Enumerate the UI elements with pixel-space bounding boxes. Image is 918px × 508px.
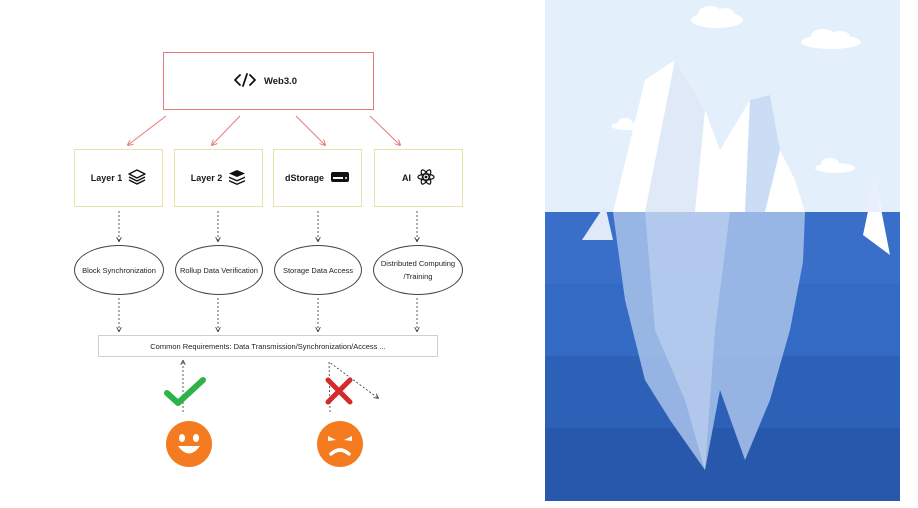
layer2-node: Layer 2	[174, 149, 263, 207]
distributed-computing-node: Distributed Computing /Training	[373, 245, 463, 295]
arrow-root-layer2	[212, 115, 241, 145]
layer1-node: Layer 1	[74, 149, 163, 207]
layer2-label: Layer 2	[190, 173, 223, 183]
dstorage-label: dStorage	[284, 173, 324, 183]
arrow-root-ai	[369, 115, 400, 145]
check-icon	[163, 376, 207, 413]
distributed-computing-label: Distributed Computing /Training	[380, 259, 456, 281]
stack-icon	[228, 169, 246, 187]
storage-drive-icon	[330, 170, 350, 186]
rollup-verification-label: Rollup Data Verification	[180, 265, 258, 275]
arrow-root-dstorage	[295, 115, 325, 145]
ai-node: AI	[374, 149, 463, 207]
arrow-cross-deflect	[328, 361, 378, 413]
layer1-label: Layer 1	[90, 173, 123, 183]
layers-icon	[128, 169, 146, 187]
common-requirements-label: Common Requirements: Data Transmission/S…	[150, 341, 386, 351]
rollup-verification-node: Rollup Data Verification	[175, 245, 263, 295]
cross-icon	[322, 374, 356, 413]
ai-label: AI	[402, 173, 411, 183]
arrow-root-layer1	[128, 115, 167, 145]
web3-node: Web3.0	[163, 52, 374, 110]
angry-face-icon	[317, 421, 363, 472]
dstorage-node: dStorage	[273, 149, 362, 207]
block-sync-node: Block Synchronization	[74, 245, 164, 295]
happy-face-icon	[166, 421, 212, 472]
atom-icon	[417, 168, 435, 188]
web3-label: Web3.0	[263, 75, 298, 87]
storage-access-label: Storage Data Access	[282, 265, 354, 275]
storage-access-node: Storage Data Access	[274, 245, 362, 295]
block-sync-label: Block Synchronization	[82, 265, 156, 275]
common-requirements-box: Common Requirements: Data Transmission/S…	[98, 335, 438, 357]
code-icon	[234, 73, 256, 89]
iceberg-icon	[545, 0, 900, 501]
